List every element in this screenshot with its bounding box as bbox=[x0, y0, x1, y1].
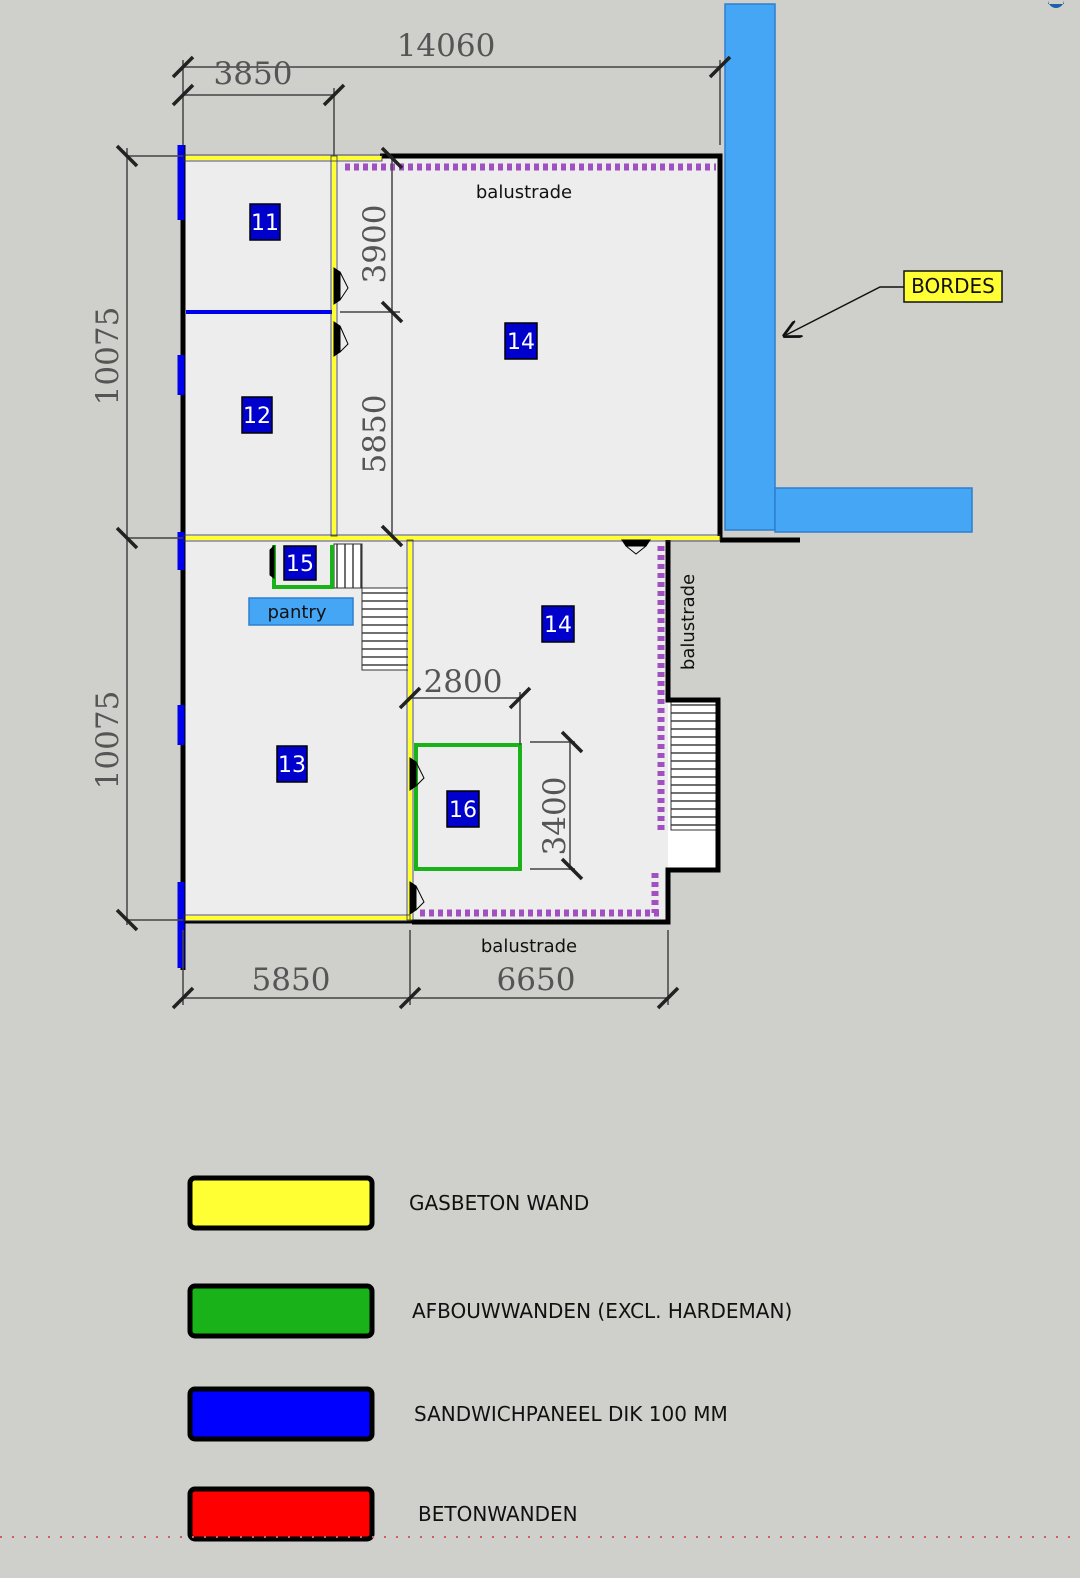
room-number: 14 bbox=[507, 330, 535, 355]
room-tag-13: 13 bbox=[276, 745, 308, 783]
compass-icon bbox=[1048, 0, 1064, 8]
legend-swatch bbox=[187, 1283, 375, 1339]
doors bbox=[269, 267, 651, 915]
legend-item: GASBETON WAND bbox=[187, 1175, 589, 1231]
room-number: 13 bbox=[278, 753, 306, 778]
dim-inner-room: 2800 bbox=[424, 664, 503, 700]
room-tag-11: 11 bbox=[249, 203, 281, 241]
legend-item: SANDWICHPANEEL DIK 100 MM bbox=[187, 1386, 728, 1442]
legend-swatch bbox=[187, 1175, 375, 1231]
room-number: 16 bbox=[449, 798, 477, 823]
room-tag-15: 15 bbox=[283, 545, 317, 581]
legend-swatch bbox=[187, 1386, 375, 1442]
outer-walls bbox=[180, 145, 800, 970]
legend-label: BETONWANDEN bbox=[418, 1502, 578, 1526]
dim-left-upper: 10075 bbox=[90, 307, 126, 406]
dim-bottom-left: 5850 bbox=[252, 962, 331, 998]
legend: GASBETON WAND AFBOUWWANDEN (EXCL. HARDEMA… bbox=[187, 1175, 792, 1542]
legend-item: AFBOUWWANDEN (EXCL. HARDEMAN) bbox=[187, 1283, 792, 1339]
balustrade-label-top: balustrade bbox=[476, 182, 572, 203]
dim-bottom-right: 6650 bbox=[497, 962, 576, 998]
sandwich-panels bbox=[177, 145, 334, 968]
balustrade-label-right: balustrade bbox=[678, 574, 699, 670]
balustrades bbox=[345, 163, 716, 917]
room-number: 15 bbox=[286, 552, 314, 577]
pantry-label: pantry bbox=[248, 597, 354, 626]
room-tag-14-bottom: 14 bbox=[541, 605, 575, 643]
dim-inner-lower: 5850 bbox=[357, 395, 393, 474]
dim-inner-upper: 3900 bbox=[357, 205, 393, 284]
legend-item: BETONWANDEN bbox=[187, 1486, 578, 1542]
legend-label: SANDWICHPANEEL DIK 100 MM bbox=[414, 1402, 728, 1426]
bordes-callout: BORDES bbox=[786, 270, 1003, 335]
room-tag-12: 12 bbox=[241, 396, 273, 434]
dim-top-left: 3850 bbox=[214, 56, 293, 92]
dimension-lines bbox=[126, 60, 721, 1005]
legend-label: AFBOUWWANDEN (EXCL. HARDEMAN) bbox=[412, 1299, 792, 1323]
legend-swatch bbox=[187, 1486, 375, 1542]
dim-left-lower: 10075 bbox=[90, 691, 126, 790]
dimension-ticks bbox=[115, 55, 732, 1010]
bordes-label: BORDES bbox=[911, 274, 995, 298]
bordes-landing bbox=[724, 3, 973, 533]
balustrade-label-bottom: balustrade bbox=[481, 936, 577, 957]
room-number: 12 bbox=[243, 404, 271, 429]
pantry-text: pantry bbox=[268, 602, 327, 623]
room-tag-16: 16 bbox=[446, 790, 480, 828]
room-number: 14 bbox=[544, 613, 572, 638]
legend-label: GASBETON WAND bbox=[409, 1191, 589, 1215]
dim-room-height: 3400 bbox=[537, 777, 573, 856]
dim-total-width: 14060 bbox=[397, 28, 496, 64]
room-number: 11 bbox=[251, 211, 279, 236]
room-tag-14-top: 14 bbox=[504, 322, 538, 360]
